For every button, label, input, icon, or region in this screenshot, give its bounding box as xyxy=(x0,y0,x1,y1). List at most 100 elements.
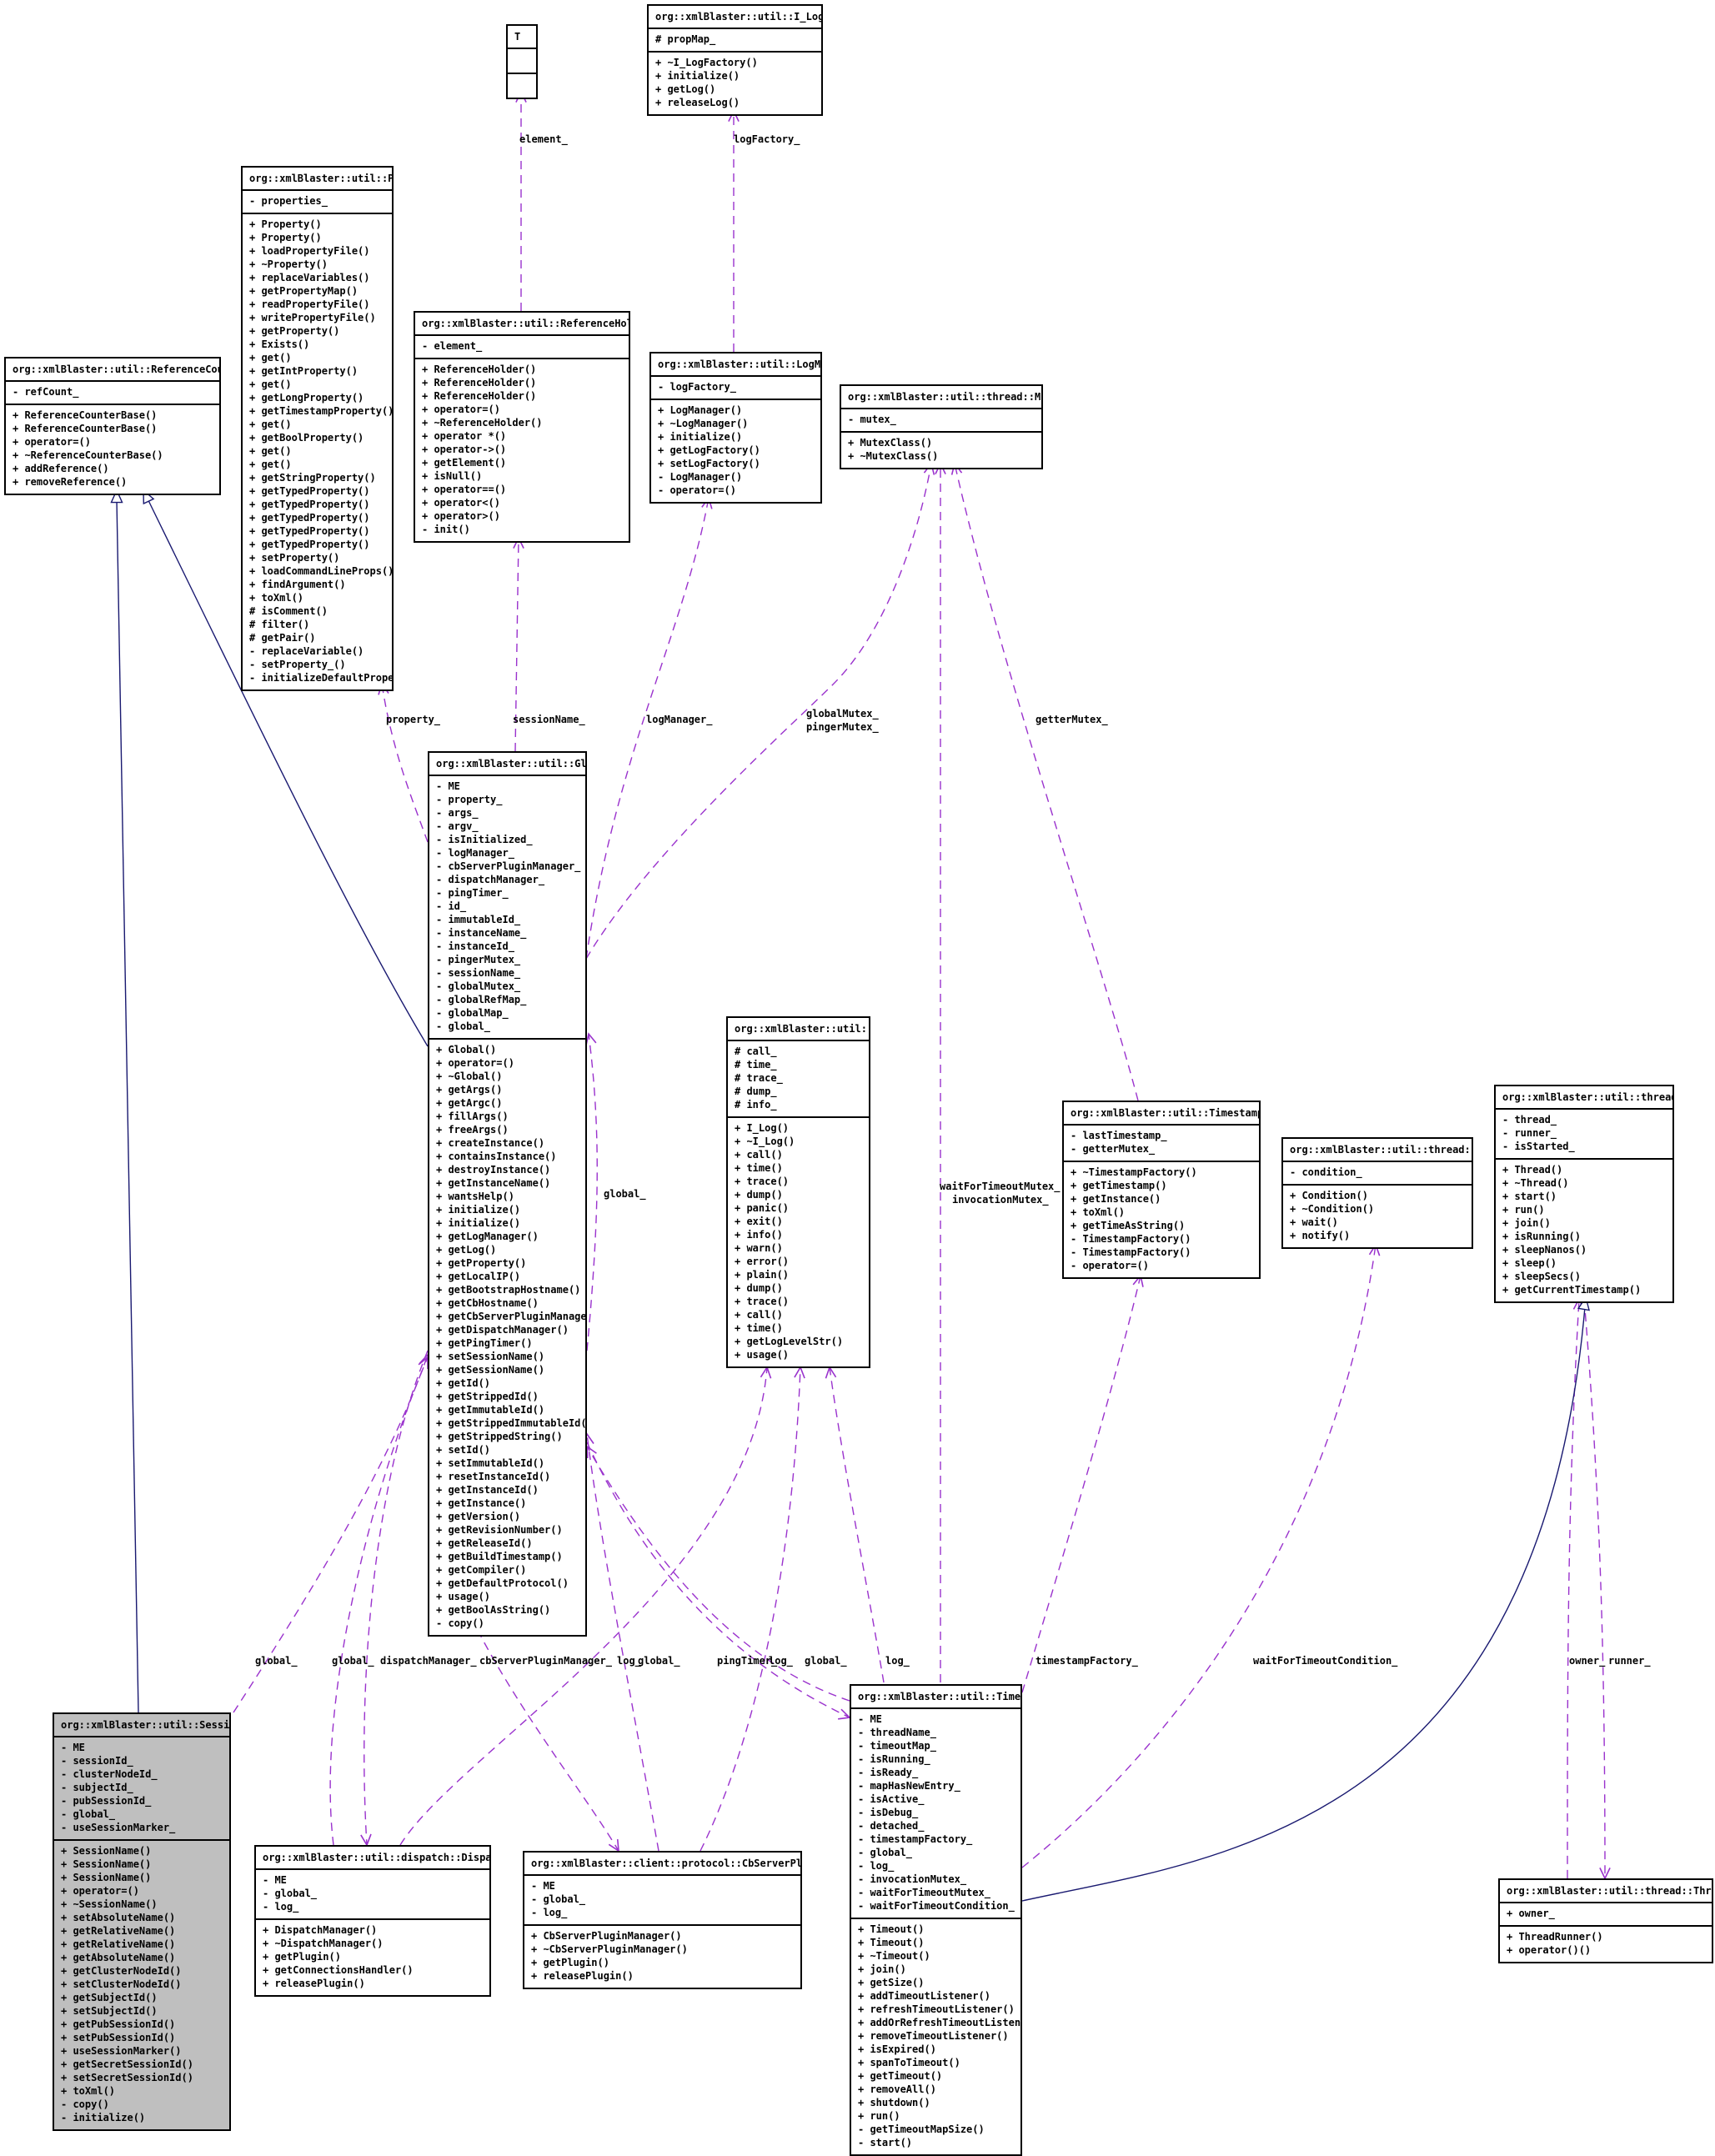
operation-item: + operator==() xyxy=(422,484,507,495)
operation-section: + Condition()+ ~Condition()+ wait()+ not… xyxy=(1283,1184,1472,1247)
edge-label-element: element_ xyxy=(519,133,568,145)
edge-pingtimer xyxy=(586,1442,850,1718)
operation-item: + setSessionName() xyxy=(436,1351,545,1362)
edge-label-global-cb: global_ xyxy=(638,1655,680,1667)
operation-item: + getSecretSessionId() xyxy=(61,2058,193,2070)
operation-item: - TimestampFactory() xyxy=(1071,1233,1191,1245)
class-box-cbserverpluginmanager[interactable]: org::xmlBlaster::client::protocol::CbSer… xyxy=(523,1851,802,1989)
operation-item: + getLogManager() xyxy=(436,1231,539,1242)
operation-item: + getReleaseId() xyxy=(436,1537,533,1549)
operation-item: + containsInstance() xyxy=(436,1151,557,1162)
class-box-referencecounterbase[interactable]: org::xmlBlaster::util::ReferenceCounterB… xyxy=(4,357,221,495)
class-box-property[interactable]: org::xmlBlaster::util::Property- propert… xyxy=(241,166,394,691)
attribute-item: - ME xyxy=(858,1713,882,1725)
attribute-item: - argv_ xyxy=(436,820,479,832)
class-box-threadrunner[interactable]: org::xmlBlaster::util::thread::ThreadRun… xyxy=(1498,1878,1713,1963)
operation-item: + ~SessionName() xyxy=(61,1898,158,1910)
operation-item: + wait() xyxy=(1290,1216,1338,1228)
edge-label-logmanager: logManager_ xyxy=(646,714,713,725)
class-box-sessionname[interactable]: org::xmlBlaster::util::SessionName- ME- … xyxy=(53,1712,231,2131)
operation-item: + setId() xyxy=(436,1444,491,1456)
class-box-i_log[interactable]: org::xmlBlaster::util::I_Log# call_# tim… xyxy=(726,1016,870,1368)
operation-item: + getProperty() xyxy=(249,325,340,337)
attribute-item: - args_ xyxy=(436,807,479,819)
operation-section: + SessionName()+ SessionName()+ SessionN… xyxy=(54,1839,229,2129)
class-box-i_logfactory[interactable]: org::xmlBlaster::util::I_LogFactory# pro… xyxy=(647,4,823,116)
operation-item: + ReferenceCounterBase() xyxy=(13,423,158,434)
class-box-mutexclass[interactable]: org::xmlBlaster::util::thread::MutexClas… xyxy=(840,384,1043,469)
operation-item: + get() xyxy=(249,459,292,470)
operation-item: + getArgc() xyxy=(436,1097,503,1109)
operation-item: + fillArgs() xyxy=(436,1111,509,1122)
class-box-global[interactable]: org::xmlBlaster::util::Global- ME- prope… xyxy=(428,751,587,1637)
class-box-dispatchmanager[interactable]: org::xmlBlaster::util::dispatch::Dispatc… xyxy=(254,1845,491,1997)
class-box-timestampfactory[interactable]: org::xmlBlaster::util::TimestampFactory-… xyxy=(1062,1101,1261,1279)
attribute-item: - pingerMutex_ xyxy=(436,954,521,965)
operation-item: + ~Thread() xyxy=(1502,1177,1569,1189)
class-title: org::xmlBlaster::util::Timeout xyxy=(858,1691,1020,1702)
attribute-item: - log_ xyxy=(263,1901,299,1913)
operation-item: + removeReference() xyxy=(13,476,128,488)
operation-item: + exit() xyxy=(735,1216,783,1227)
attribute-item: - property_ xyxy=(436,794,503,805)
operation-item: + setSubjectId() xyxy=(61,2005,158,2017)
operation-item: + setImmutableId() xyxy=(436,1457,545,1469)
edge-label-cbserverpluginmanager: cbServerPluginManager_ xyxy=(479,1655,612,1667)
operation-item: + getRelativeName() xyxy=(61,1938,176,1950)
attribute-item: - log_ xyxy=(858,1860,895,1872)
attribute-section: - thread_- runner_- isStarted_ xyxy=(1496,1108,1672,1158)
attribute-item: - logManager_ xyxy=(436,847,514,859)
edge-label-global-timeout: global_ xyxy=(805,1655,847,1667)
edge-label-global-timeout-back: global_ xyxy=(604,1188,646,1200)
operation-item: + getInstance() xyxy=(436,1497,527,1509)
attribute-item: - immutableId_ xyxy=(436,914,521,925)
operation-item: + findArgument() xyxy=(249,579,346,590)
operation-item: + getTypedProperty() xyxy=(249,485,370,497)
operation-item: # getPair() xyxy=(249,632,316,644)
attribute-item: - element_ xyxy=(422,340,483,352)
operation-item: + getTypedProperty() xyxy=(249,512,370,524)
operation-item: + getTypedProperty() xyxy=(249,525,370,537)
attribute-item: # dump_ xyxy=(735,1086,777,1097)
operation-item: + I_Log() xyxy=(735,1122,790,1134)
edge-inherit-timeout xyxy=(1021,1296,1587,1902)
operation-item: + ~ReferenceHolder() xyxy=(422,417,543,429)
attribute-item: - subjectId_ xyxy=(61,1782,133,1793)
operation-item: + ~Property() xyxy=(249,258,328,270)
operation-item: + getTimestampProperty() xyxy=(249,405,392,417)
attribute-section: - condition_ xyxy=(1283,1161,1472,1184)
attribute-item: - useSessionMarker_ xyxy=(61,1822,176,1833)
class-box-t[interactable]: T xyxy=(506,24,538,99)
class-box-timeout[interactable]: org::xmlBlaster::util::Timeout- ME- thre… xyxy=(850,1684,1022,2156)
operation-item: + operator=() xyxy=(13,436,91,448)
edge-waitfortimeoutcondition xyxy=(1021,1244,1377,1868)
attribute-item: # info_ xyxy=(735,1099,777,1111)
class-box-referenceholder[interactable]: org::xmlBlaster::util::ReferenceHolder< … xyxy=(414,311,630,543)
attribute-item: - timeoutMap_ xyxy=(858,1740,936,1752)
edge-label-invocationmutex: invocationMutex_ xyxy=(952,1194,1049,1206)
class-box-logmanager[interactable]: org::xmlBlaster::util::LogManager- logFa… xyxy=(649,352,822,504)
operation-item: + run() xyxy=(1502,1204,1545,1216)
operation-item: + getTypedProperty() xyxy=(249,539,370,550)
operation-item: + toXml() xyxy=(249,592,304,604)
operation-item: + ~ReferenceCounterBase() xyxy=(13,449,163,461)
operation-item: - setProperty_() xyxy=(249,659,346,670)
attribute-item: - ME xyxy=(436,780,460,792)
operation-item: - LogManager() xyxy=(658,471,743,483)
operation-item: + plain() xyxy=(735,1269,790,1281)
class-box-thread[interactable]: org::xmlBlaster::util::thread::Thread- t… xyxy=(1494,1085,1674,1303)
class-title: T xyxy=(514,31,521,43)
operation-item: + getAbsoluteName() xyxy=(61,1952,176,1963)
operation-item: + Timeout() xyxy=(858,1937,925,1948)
edge-label-waitfortimeoutmutex: waitForTimeoutMutex_ xyxy=(940,1181,1061,1192)
operation-item: + getTimestamp() xyxy=(1071,1180,1167,1191)
attribute-item: - clusterNodeId_ xyxy=(61,1768,158,1780)
class-box-condition[interactable]: org::xmlBlaster::util::thread::Condition… xyxy=(1281,1137,1473,1249)
operation-item: + ~CbServerPluginManager() xyxy=(531,1943,688,1955)
edge-cbserverpluginmanager xyxy=(470,1617,619,1852)
edge-timestampfactory xyxy=(1021,1275,1141,1693)
operation-item: + setPubSessionId() xyxy=(61,2032,176,2043)
operation-item: + getSessionName() xyxy=(436,1364,545,1376)
operation-item: + operator=() xyxy=(436,1057,514,1069)
operation-item: + ~Timeout() xyxy=(858,1950,930,1962)
